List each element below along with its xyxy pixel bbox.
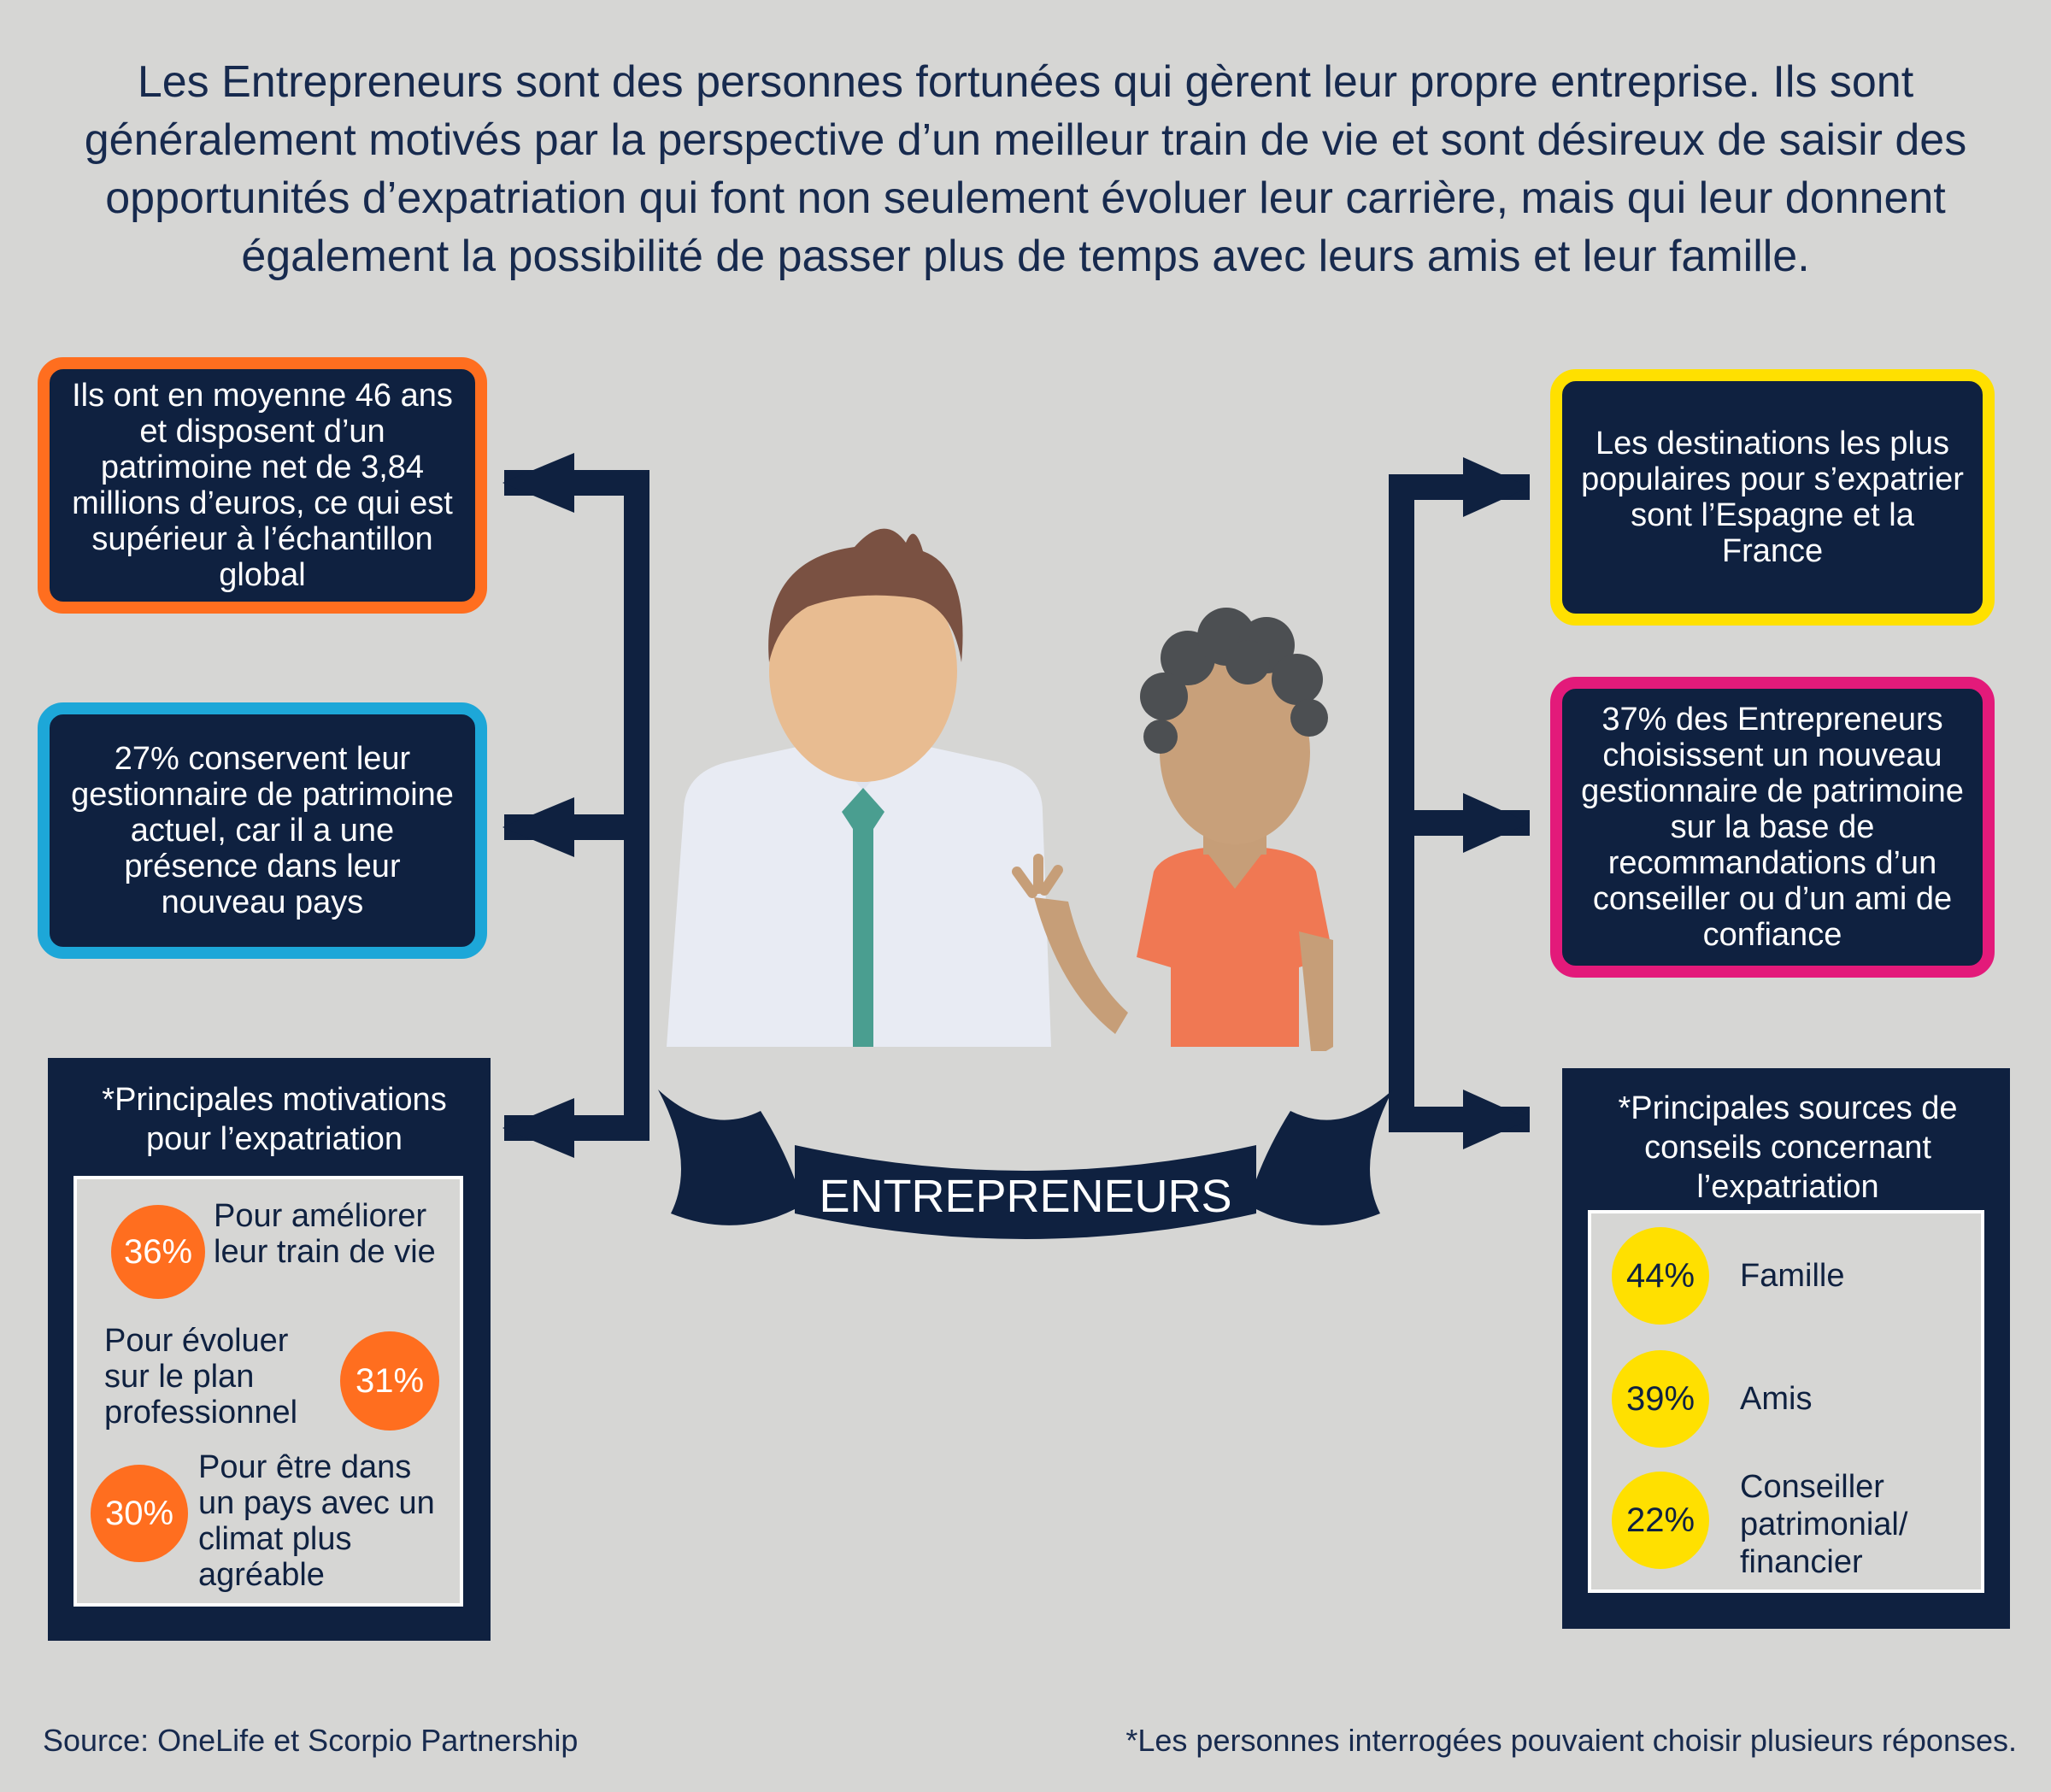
source-3-label: Conseiller patrimonial/ financier bbox=[1740, 1469, 1908, 1580]
motivation-3-percent: 30% bbox=[91, 1465, 188, 1562]
source-credit: Source: OneLife et Scorpio Partnership bbox=[43, 1723, 579, 1758]
arrow-left-2 bbox=[502, 797, 574, 857]
banner-label: ENTREPRENEURS bbox=[819, 1171, 1232, 1222]
info-box-text: Ils ont en moyenne 46 ans et disposent d… bbox=[72, 378, 453, 593]
source-1-percent: 44% bbox=[1612, 1227, 1709, 1325]
info-box-text: Les destinations les plus populaires pou… bbox=[1581, 426, 1964, 569]
source-2-label: Amis bbox=[1740, 1381, 1813, 1417]
source-1-label: Famille bbox=[1740, 1258, 1845, 1294]
advice-sources-list: 44% Famille 39% Amis 22% Conseiller patr… bbox=[1588, 1210, 1984, 1593]
motivations-title: *Principales motivations pour l’expatria… bbox=[102, 1082, 447, 1157]
info-box-new-manager: 37% des Entrepreneurs choisissent un nou… bbox=[1550, 677, 1995, 978]
info-box-text: 37% des Entrepreneurs choisissent un nou… bbox=[1581, 702, 1964, 953]
arrow-right-3 bbox=[1463, 1090, 1530, 1149]
motivation-1-label: Pour améliorer leur train de vie bbox=[214, 1198, 436, 1270]
footnote: *Les personnes interrogées pouvaient cho… bbox=[1125, 1723, 2017, 1758]
advice-sources-panel: *Principales sources de conseils concern… bbox=[1562, 1068, 2010, 1629]
arrow-left-1 bbox=[502, 453, 574, 513]
info-box-destinations: Les destinations les plus populaires pou… bbox=[1550, 369, 1995, 626]
source-2-percent: 39% bbox=[1612, 1350, 1709, 1448]
info-box-age-wealth: Ils ont en moyenne 46 ans et disposent d… bbox=[38, 357, 487, 614]
motivations-panel: *Principales motivations pour l’expatria… bbox=[48, 1058, 491, 1641]
motivation-2-percent: 31% bbox=[340, 1331, 439, 1431]
motivations-list: 36% Pour améliorer leur train de vie Pou… bbox=[73, 1176, 463, 1607]
ribbon-banner bbox=[658, 1090, 1393, 1239]
motivation-1-percent: 36% bbox=[111, 1205, 205, 1299]
arrow-right-2 bbox=[1463, 793, 1530, 853]
motivation-3-label: Pour être dans un pays avec un climat pl… bbox=[198, 1449, 435, 1593]
advice-sources-title: *Principales sources de conseils concern… bbox=[1618, 1090, 1958, 1205]
intro-text: Les Entrepreneurs sont des personnes for… bbox=[84, 57, 1967, 281]
man-figure bbox=[667, 528, 1051, 1047]
arrow-left-3 bbox=[502, 1098, 574, 1158]
woman-figure bbox=[1012, 608, 1333, 1051]
arrow-right-1 bbox=[1463, 457, 1530, 517]
info-box-retain-manager: 27% conservent leur gestionnaire de patr… bbox=[38, 702, 487, 959]
source-3-percent: 22% bbox=[1612, 1472, 1709, 1569]
motivation-2-label: Pour évoluer sur le plan professionnel bbox=[104, 1323, 298, 1431]
entrepreneurs-illustration bbox=[667, 528, 1333, 1051]
info-box-text: 27% conservent leur gestionnaire de patr… bbox=[71, 741, 454, 920]
